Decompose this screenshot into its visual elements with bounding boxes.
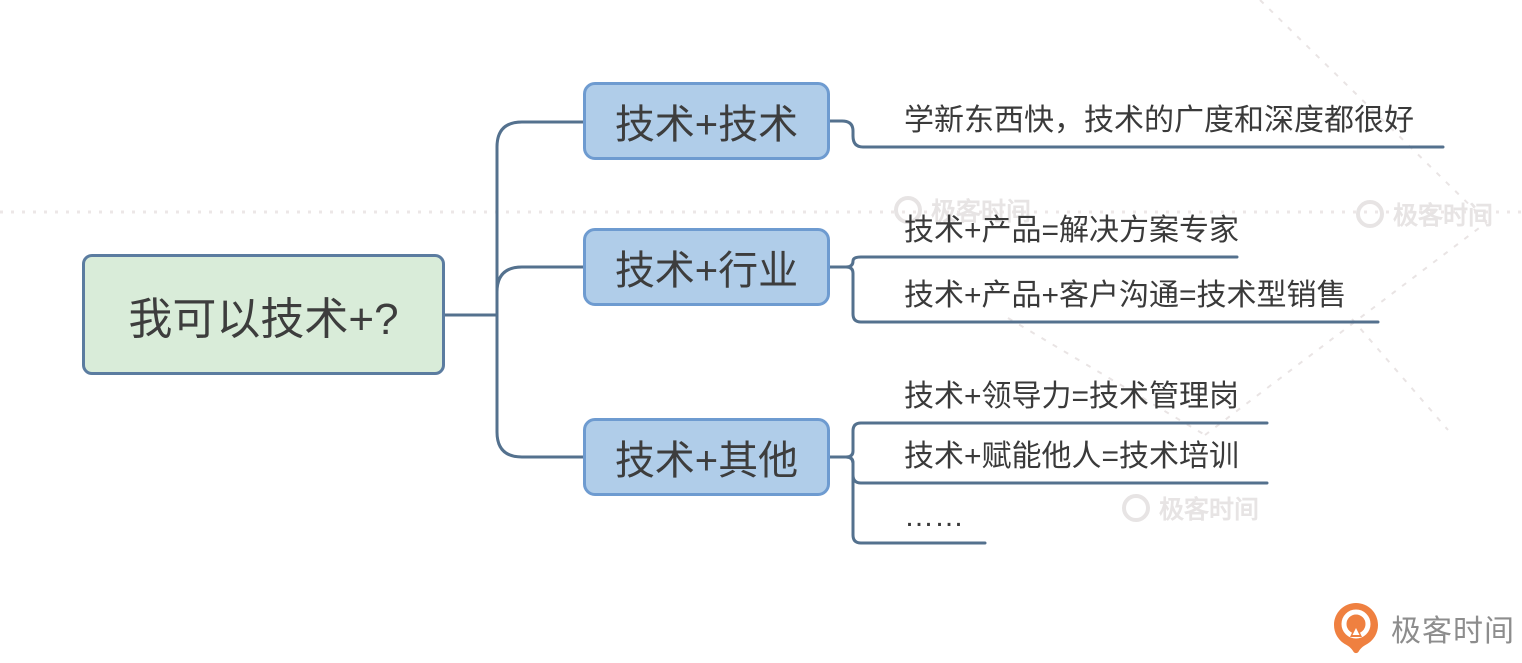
- leaf-topic: 学新东西快，技术的广度和深度都很好: [904, 104, 1414, 137]
- connector-trunk-branch1: [495, 120, 585, 317]
- branch-node-label: 技术+其他: [614, 439, 799, 483]
- branch-node-tech-plus-other: 技术+其他: [583, 418, 830, 496]
- connector-branch2-leaf2: [844, 265, 1380, 324]
- connector-branch2-leaf1: [828, 255, 1239, 269]
- leaf-topic: 技术+领导力=技术管理岗: [904, 380, 1240, 413]
- branch-node-tech-plus-industry: 技术+行业: [583, 228, 830, 306]
- connector-trunk-branch2: [495, 265, 585, 294]
- root-node: 我可以技术+?: [82, 254, 445, 375]
- brand-logo: 极客时间: [1332, 601, 1515, 655]
- watermark-label: 极客时间: [1159, 496, 1260, 524]
- connector-branch3-leaf3: [844, 455, 987, 545]
- watermark-logo-icon: [1122, 494, 1150, 522]
- root-node-label: 我可以技术+?: [128, 294, 399, 344]
- watermark: 极客时间: [1356, 196, 1493, 232]
- watermark-diagonal-dashes: [1007, 0, 1488, 436]
- connector-trunk-branch3: [495, 313, 585, 459]
- branch-node-label: 技术+行业: [614, 249, 799, 293]
- branch-node-label: 技术+技术: [614, 103, 799, 147]
- leaf-topic: ……: [904, 500, 964, 533]
- brand-logo-label: 极客时间: [1391, 615, 1515, 648]
- watermark: 极客时间: [894, 192, 1031, 228]
- watermark: 极客时间: [1122, 490, 1259, 526]
- leaf-topic: 技术+产品=解决方案专家: [904, 214, 1240, 247]
- leaf-topic: 技术+赋能他人=技术培训: [904, 440, 1240, 473]
- watermark-label: 极客时间: [1393, 202, 1494, 230]
- watermark-logo-icon: [894, 196, 922, 224]
- leaf-topic: 技术+产品+客户沟通=技术型销售: [904, 279, 1347, 312]
- geektime-logo-icon: [1334, 603, 1378, 654]
- watermark-label: 极客时间: [931, 198, 1032, 226]
- branch-node-tech-plus-tech: 技术+技术: [583, 82, 830, 160]
- connector-branch1-leaf1: [828, 119, 1445, 149]
- watermark-logo-icon: [1356, 200, 1384, 228]
